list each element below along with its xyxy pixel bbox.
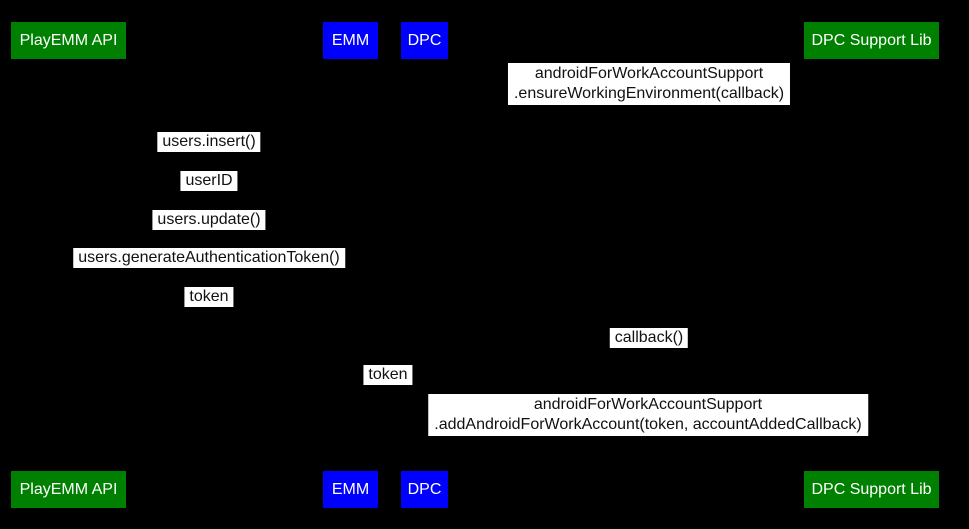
actor-top-playemm-api: PlayEMM API	[11, 22, 126, 59]
message-line: .addAndroidForWorkAccount(token, account…	[434, 416, 862, 433]
message-userid: userID	[180, 171, 238, 191]
message-line: .ensureWorkingEnvironment(callback)	[513, 85, 785, 102]
message-generate-authentication-token: users.generateAuthenticationToken()	[73, 248, 345, 268]
message-line: users.insert()	[162, 133, 256, 150]
message-line: users.generateAuthenticationToken()	[78, 249, 340, 266]
actor-top-emm: EMM	[323, 22, 378, 59]
actor-bottom-playemm-api: PlayEMM API	[11, 471, 126, 508]
message-line: callback()	[614, 329, 684, 346]
message-line: token	[368, 366, 408, 383]
message-line: users.update()	[157, 211, 261, 228]
message-line: token	[189, 288, 229, 305]
message-users-insert: users.insert()	[157, 132, 261, 152]
message-token-emm-dpc: token	[363, 365, 413, 385]
actor-top-dpc: DPC	[401, 22, 448, 59]
actor-bottom-dpc-support-lib: DPC Support Lib	[804, 471, 939, 508]
actor-top-dpc-support-lib: DPC Support Lib	[804, 22, 939, 59]
message-token-playemm-emm: token	[184, 287, 234, 307]
message-users-update: users.update()	[152, 210, 266, 230]
message-ensure-working-environment: androidForWorkAccountSupport .ensureWork…	[507, 63, 791, 105]
message-add-android-for-work-account: androidForWorkAccountSupport .addAndroid…	[428, 394, 868, 436]
actor-bottom-emm: EMM	[323, 471, 378, 508]
message-line: androidForWorkAccountSupport	[534, 65, 764, 82]
message-line: androidForWorkAccountSupport	[533, 396, 763, 413]
message-callback: callback()	[609, 328, 689, 348]
message-line: userID	[185, 172, 233, 189]
actor-bottom-dpc: DPC	[401, 471, 448, 508]
